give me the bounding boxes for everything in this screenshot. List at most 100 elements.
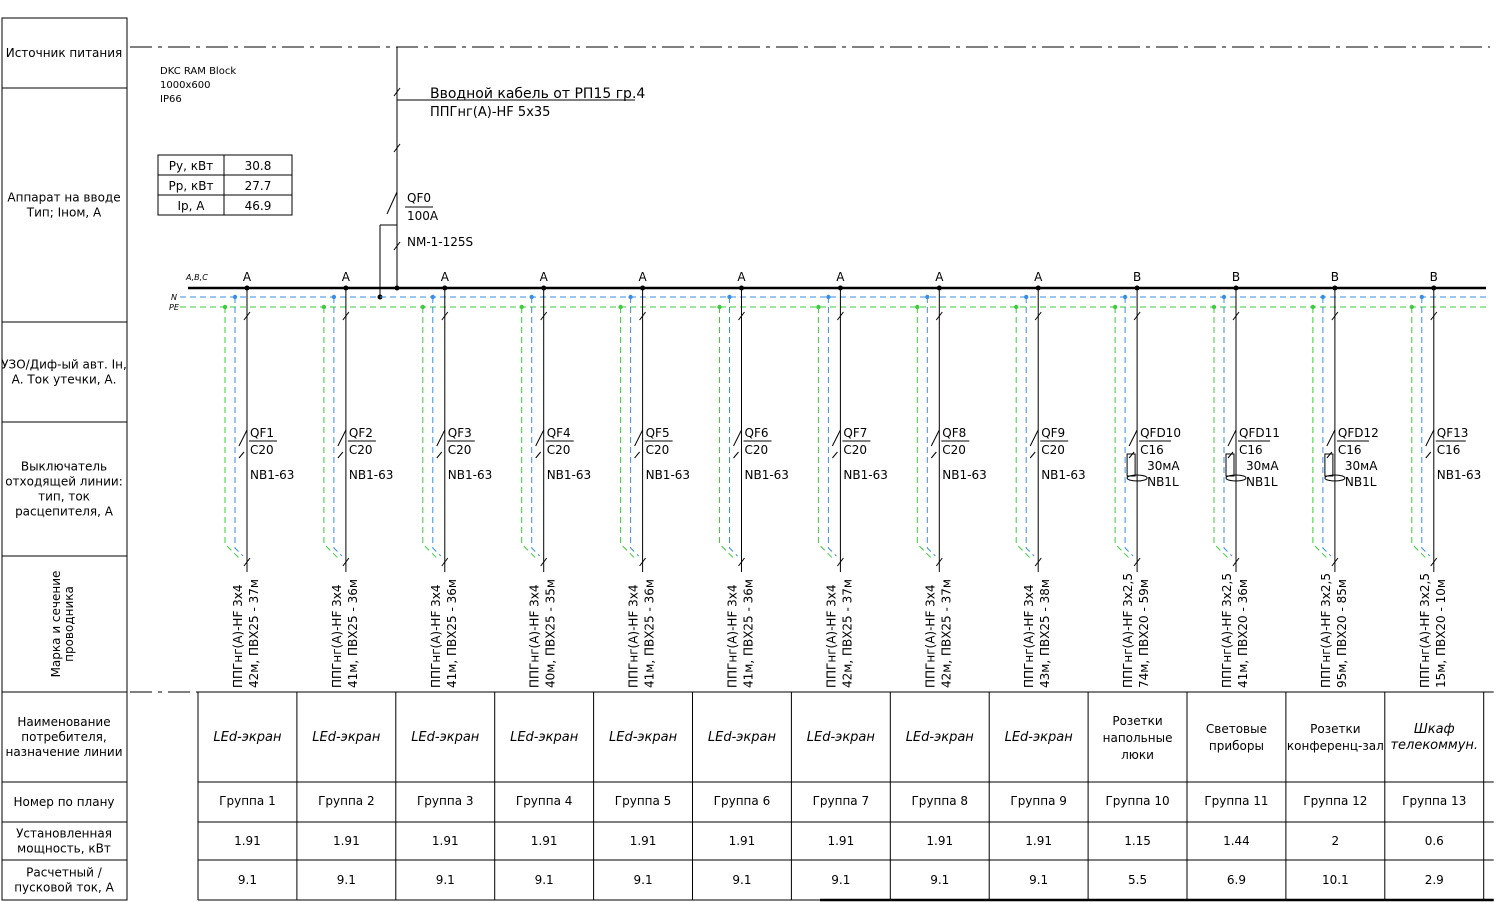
phase-label: B (1430, 270, 1438, 284)
breaker-contact (1128, 429, 1138, 447)
cable-route: 42м, ПВХ25 - 37м (840, 579, 854, 688)
input-cable-type: ППГнг(А)-HF 5x35 (430, 105, 550, 120)
breaker-contact (733, 429, 742, 447)
group-number: Группа 4 (516, 794, 573, 808)
rated-current: 9.1 (732, 873, 751, 887)
breaker-model: NB1-63 (843, 468, 887, 482)
breaker-name: QF5 (646, 426, 670, 440)
conductor-tick (1133, 311, 1141, 321)
header-column-frame (1, 17, 128, 901)
rcd-toroid (1225, 474, 1247, 482)
breaker-rating: C20 (745, 443, 769, 457)
pe-conductor (1213, 307, 1231, 561)
neutral-conductor (531, 297, 541, 557)
load-table-value: 30.8 (245, 159, 272, 173)
consumer-name: LEd-экран (510, 730, 579, 745)
load-table-value: 27.7 (245, 179, 272, 193)
breaker-contact (930, 429, 940, 447)
breaker-rating: C16 (1140, 443, 1164, 457)
rcd-toroid (1126, 474, 1148, 482)
breaker-rating: C20 (843, 443, 867, 457)
conductor-tick (639, 311, 646, 321)
breaker-model: NB1-63 (448, 468, 492, 482)
neutral-conductor (1421, 297, 1431, 557)
breaker-name: QF13 (1437, 426, 1469, 440)
breaker-rating: C16 (1338, 443, 1362, 457)
load-table-value: 46.9 (245, 199, 272, 213)
cable-brand: ППГнг(А)-HF 3x4 (726, 584, 740, 688)
installed-power: 1.91 (926, 834, 953, 848)
consumer-name: LEd-экран (609, 730, 678, 745)
cable-route: 74м, ПВХ20 - 59м (1137, 579, 1151, 688)
rated-current: 9.1 (436, 873, 455, 887)
cable-route: 41м, ПВХ25 - 36м (346, 579, 360, 688)
breaker-mark (238, 451, 245, 459)
phase-label: B (1331, 270, 1339, 284)
breaker-name: QF6 (745, 426, 769, 440)
consumer-name: LEd-экран (1005, 730, 1074, 745)
breaker-contact (238, 429, 248, 447)
pe-conductor (1312, 307, 1330, 561)
pe-conductor (719, 307, 736, 561)
cable-route: 15м, ПВХ20 - 10м (1434, 579, 1448, 688)
neutral-conductor (1322, 297, 1332, 557)
breaker-model: NB1-63 (942, 468, 986, 482)
cable-brand: ППГнг(А)-HF 3x4 (231, 584, 245, 688)
input-cable-title: Вводной кабель от РП15 гр.4 (430, 86, 645, 102)
breaker-model: NB1-63 (250, 468, 294, 482)
rated-current: 9.1 (634, 873, 653, 887)
cable-brand: ППГнг(А)-HF 3x4 (923, 584, 937, 688)
cable-route: 41м, ПВХ20 - 36м (1236, 579, 1250, 688)
enclosure-text: DKC RAM Block (160, 66, 236, 77)
installed-power: 1.91 (432, 834, 459, 848)
header-rotated: Марка и сечениепроводника (49, 571, 76, 678)
pe-conductor (1114, 307, 1132, 561)
breaker-model: NB1-63 (745, 468, 789, 482)
breaker-name: QF3 (448, 426, 472, 440)
pe-conductor (1015, 307, 1033, 561)
breaker-rating: C16 (1239, 443, 1263, 457)
group-number: Группа 3 (417, 794, 474, 808)
enclosure-text: 1000x600 (160, 80, 210, 91)
rated-current: 5.5 (1128, 873, 1147, 887)
phase-label: A (737, 270, 746, 284)
breaker-rating: C16 (1437, 443, 1461, 457)
cable-route: 95м, ПВХ20 - 85м (1335, 579, 1349, 688)
neutral-conductor (432, 297, 442, 557)
neutral-conductor (827, 297, 837, 557)
phase-label: A (243, 270, 252, 284)
cable-route: 41м, ПВХ25 - 36м (742, 579, 756, 688)
rated-current: 9.1 (1029, 873, 1048, 887)
header-label-0: Источник питания (6, 46, 123, 60)
conductor-tick (441, 311, 449, 321)
breaker-model: NB1L (1147, 475, 1179, 489)
consumer-name: LEd-экран (411, 730, 480, 745)
installed-power: 1.91 (827, 834, 854, 848)
pe-conductor (422, 307, 440, 561)
neutral-conductor (1223, 297, 1233, 557)
header-label-6: Номер по плану (13, 795, 114, 809)
conductor-tick (342, 311, 350, 321)
installed-power: 1.91 (333, 834, 360, 848)
load-table (157, 154, 293, 216)
rated-current: 9.1 (238, 873, 257, 887)
group-number: Группа 5 (615, 794, 672, 808)
breaker-name: QFD11 (1239, 426, 1280, 440)
group-number: Группа 7 (813, 794, 870, 808)
phase-label: A (540, 270, 549, 284)
cable-brand: ППГнг(А)-HF 3x4 (627, 584, 641, 688)
